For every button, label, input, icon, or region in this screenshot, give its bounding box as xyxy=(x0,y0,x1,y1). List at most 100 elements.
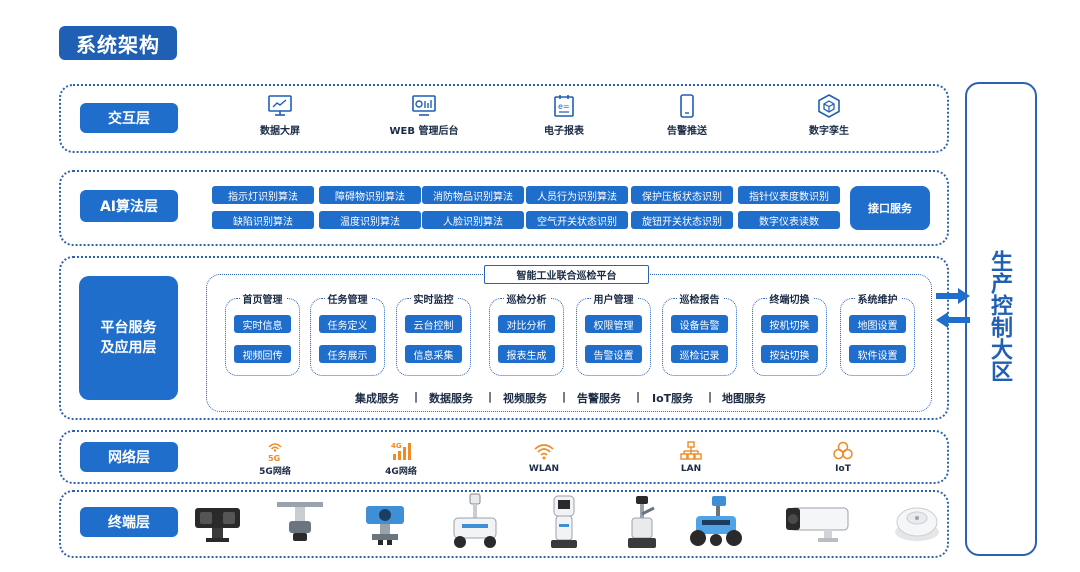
module-button[interactable]: 任务定义 xyxy=(319,315,376,333)
module-button[interactable]: 信息采集 xyxy=(405,345,462,363)
platform-layer xyxy=(59,256,949,420)
cube-icon xyxy=(818,94,840,118)
ai-layer xyxy=(59,170,949,246)
module-button[interactable]: 实时信息 xyxy=(234,315,291,333)
indoor-robot-device xyxy=(551,495,577,548)
item-web-admin[interactable]: WEB 管理后台 xyxy=(374,94,474,137)
algorithm-chip[interactable]: 指针仪表度数识别 xyxy=(738,186,840,204)
algorithm-chip[interactable]: 旋钮开关状态识别 xyxy=(631,211,733,229)
network-layer-label: 网络层 xyxy=(80,442,178,472)
algorithm-chip[interactable]: 障碍物识别算法 xyxy=(319,186,421,204)
interface-service-button[interactable]: 接口服务 xyxy=(850,186,930,230)
module-button[interactable]: 云台控制 xyxy=(405,315,462,333)
module-title: 巡检分析 xyxy=(503,295,550,306)
algorithm-chip[interactable]: 保护压板状态识别 xyxy=(631,186,733,204)
item-label: 电子报表 xyxy=(544,126,584,137)
module-monitor: 实时监控 云台控制 信息采集 xyxy=(396,295,471,376)
service-label: 数据服务 xyxy=(429,392,473,405)
module-button[interactable]: 巡检记录 xyxy=(671,345,728,363)
service-separator: | xyxy=(488,390,493,403)
module-title: 巡检报告 xyxy=(676,295,723,306)
module-title: 实时监控 xyxy=(410,295,457,306)
item-digital-twin[interactable]: 数字孪生 xyxy=(779,94,879,137)
svg-text:e=: e= xyxy=(558,102,570,111)
algorithm-chip[interactable]: 消防物品识别算法 xyxy=(422,186,524,204)
algorithm-chip[interactable]: 缺陷识别算法 xyxy=(212,211,314,229)
algorithm-chip[interactable]: 人脸识别算法 xyxy=(422,211,524,229)
item-e-report[interactable]: e= 电子报表 xyxy=(514,94,614,137)
module-title: 首页管理 xyxy=(239,295,286,306)
module-title: 终端切换 xyxy=(766,295,813,306)
module-button[interactable]: 视频回传 xyxy=(234,345,291,363)
module-button[interactable]: 按机切换 xyxy=(761,315,818,333)
module-task: 任务管理 任务定义 任务展示 xyxy=(310,295,385,376)
production-zone-label: 生产控制大区 xyxy=(987,250,1012,382)
network-4g: 4G 4G网络 xyxy=(366,440,436,477)
ptz-camera-device xyxy=(195,508,240,542)
service-separator: | xyxy=(414,390,419,403)
lan-network-icon xyxy=(680,441,702,460)
service-separator: | xyxy=(636,390,641,403)
monitor-chart-icon xyxy=(268,95,292,116)
ai-layer-label: AI算法层 xyxy=(80,190,178,222)
4g-signal-icon: 4G xyxy=(391,442,411,460)
inspection-robot-device xyxy=(453,493,497,548)
network-lan: LAN xyxy=(656,440,726,474)
interaction-layer xyxy=(59,84,949,153)
bullet-camera-device xyxy=(786,507,849,542)
service-label: 集成服务 xyxy=(355,392,399,405)
module-button[interactable]: 按站切换 xyxy=(761,345,818,363)
terminal-layer xyxy=(59,490,949,558)
item-alarm-push[interactable]: 告警推送 xyxy=(637,94,737,137)
mobile-phone-icon xyxy=(680,94,694,118)
service-label: 告警服务 xyxy=(577,392,621,405)
5g-badge: 5G xyxy=(268,454,280,462)
arrow-right-icon xyxy=(936,288,970,304)
module-report: 巡检报告 设备告警 巡检记录 xyxy=(662,295,737,376)
item-label: 告警推送 xyxy=(667,126,707,137)
module-button[interactable]: 地图设置 xyxy=(849,315,906,333)
module-home: 首页管理 实时信息 视频回传 xyxy=(225,295,300,376)
network-label: 5G网络 xyxy=(259,467,291,477)
algorithm-chip[interactable]: 数字仪表读数 xyxy=(738,211,840,229)
platform-title: 智能工业联合巡检平台 xyxy=(484,265,649,284)
web-console-icon xyxy=(412,95,436,116)
module-button[interactable]: 对比分析 xyxy=(498,315,555,333)
module-button[interactable]: 设备告警 xyxy=(671,315,728,333)
item-data-screen[interactable]: 数据大屏 xyxy=(230,94,330,137)
platform-label-line1: 平台服务 xyxy=(100,320,157,336)
module-button[interactable]: 权限管理 xyxy=(585,315,642,333)
module-button[interactable]: 告警设置 xyxy=(585,345,642,363)
module-button[interactable]: 任务展示 xyxy=(319,345,376,363)
platform-label-line2: 及应用层 xyxy=(100,340,157,356)
e-report-icon: e= xyxy=(554,95,574,117)
algorithm-chip[interactable]: 空气开关状态识别 xyxy=(526,211,628,229)
network-label: WLAN xyxy=(528,464,560,474)
item-label: 数据大屏 xyxy=(260,126,300,137)
algorithm-chip[interactable]: 指示灯识别算法 xyxy=(212,186,314,204)
network-label: LAN xyxy=(680,464,702,474)
algorithm-chip[interactable]: 温度识别算法 xyxy=(319,211,421,229)
algorithm-chip[interactable]: 人员行为识别算法 xyxy=(526,186,628,204)
explosion-proof-camera-device xyxy=(366,506,404,545)
interaction-layer-label: 交互层 xyxy=(80,103,178,133)
service-separator: | xyxy=(562,390,567,403)
service-separator: | xyxy=(708,390,713,403)
network-iot: IoT xyxy=(808,440,878,474)
smoke-detector-device xyxy=(895,507,939,541)
network-5g: 5G 5G网络 xyxy=(240,440,310,477)
module-title: 用户管理 xyxy=(590,295,637,306)
network-layer xyxy=(59,430,949,484)
network-label: 4G网络 xyxy=(385,467,417,477)
module-button[interactable]: 软件设置 xyxy=(849,345,906,363)
module-title: 系统维护 xyxy=(854,295,901,306)
arrow-left-icon xyxy=(936,312,970,328)
iot-icon xyxy=(833,441,853,460)
service-label: IoT服务 xyxy=(652,392,694,405)
arm-robot-device xyxy=(628,496,656,548)
module-button[interactable]: 报表生成 xyxy=(498,345,555,363)
platform-layer-label: 平台服务 及应用层 xyxy=(79,276,178,400)
wheeled-robot-device xyxy=(690,496,742,546)
network-label: IoT xyxy=(835,464,851,474)
service-label: 视频服务 xyxy=(503,392,547,405)
